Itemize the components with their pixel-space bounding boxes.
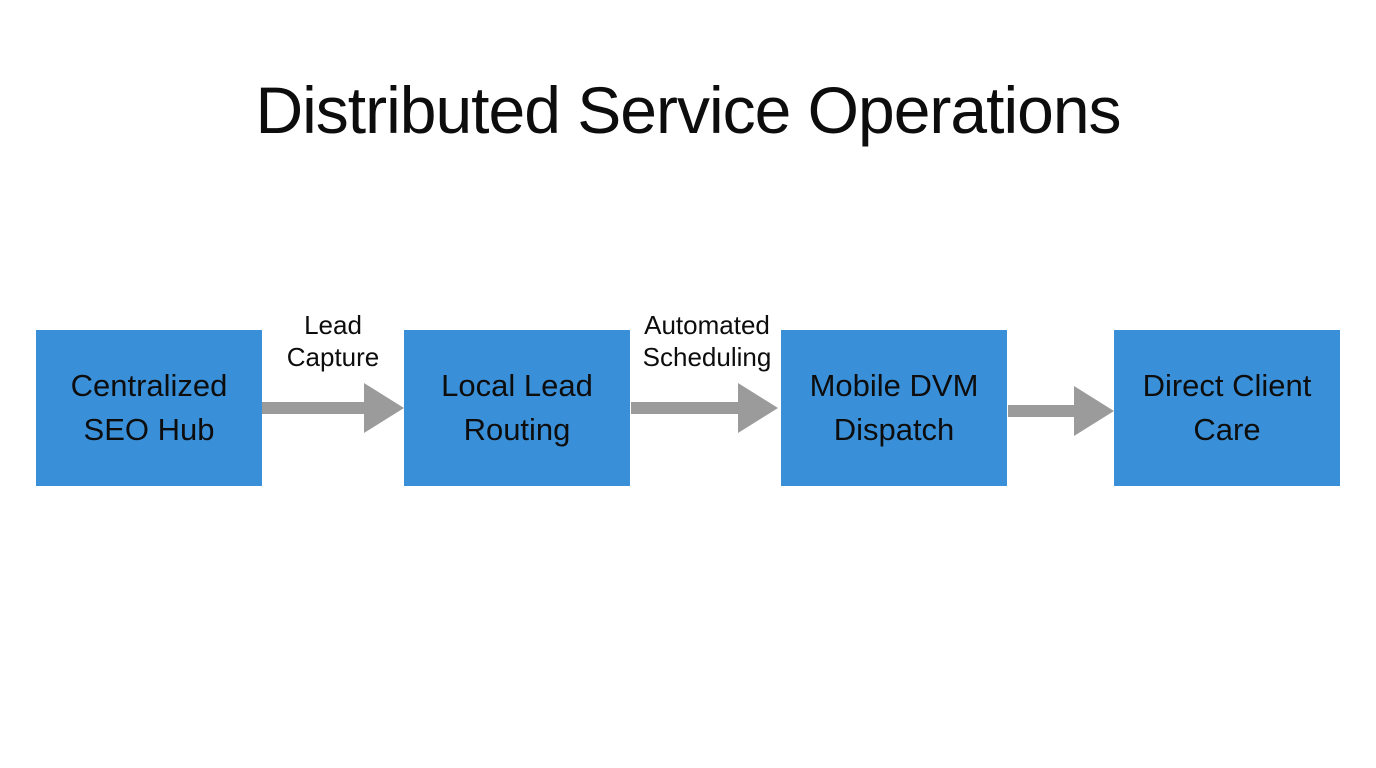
node-label-line: SEO Hub [83,412,215,447]
right-arrow-icon [1008,386,1114,436]
node-label-line: Direct Client [1142,368,1312,403]
right-arrow-icon [631,383,778,433]
connector-label-line: Scheduling [642,342,772,372]
node-direct-client-care: Direct Client Care [1114,330,1340,486]
node-label-line: Care [1193,412,1261,447]
node-label: Centralized SEO Hub [71,364,228,452]
node-label: Local Lead Routing [441,364,593,452]
connector-label-automated-scheduling: Automated Scheduling [627,309,787,373]
node-mobile-dvm-dispatch: Mobile DVM Dispatch [781,330,1007,486]
node-label: Mobile DVM Dispatch [810,364,979,452]
page-title: Distributed Service Operations [255,73,1121,147]
node-local-lead-routing: Local Lead Routing [404,330,630,486]
connector-label-lead-capture: Lead Capture [253,309,413,373]
node-label-line: Mobile DVM [809,368,979,403]
node-label-line: Routing [463,412,571,447]
node-label-line: Dispatch [833,412,955,447]
connector-label-line: Lead [304,310,362,340]
node-label-line: Local Lead [441,368,593,403]
node-centralized-seo-hub: Centralized SEO Hub [36,330,262,486]
connector-label-line: Automated [644,310,770,340]
right-arrow-icon [262,383,404,433]
connector-label-line: Capture [286,342,380,372]
node-label-line: Centralized [70,368,228,403]
node-label: Direct Client Care [1143,364,1312,452]
